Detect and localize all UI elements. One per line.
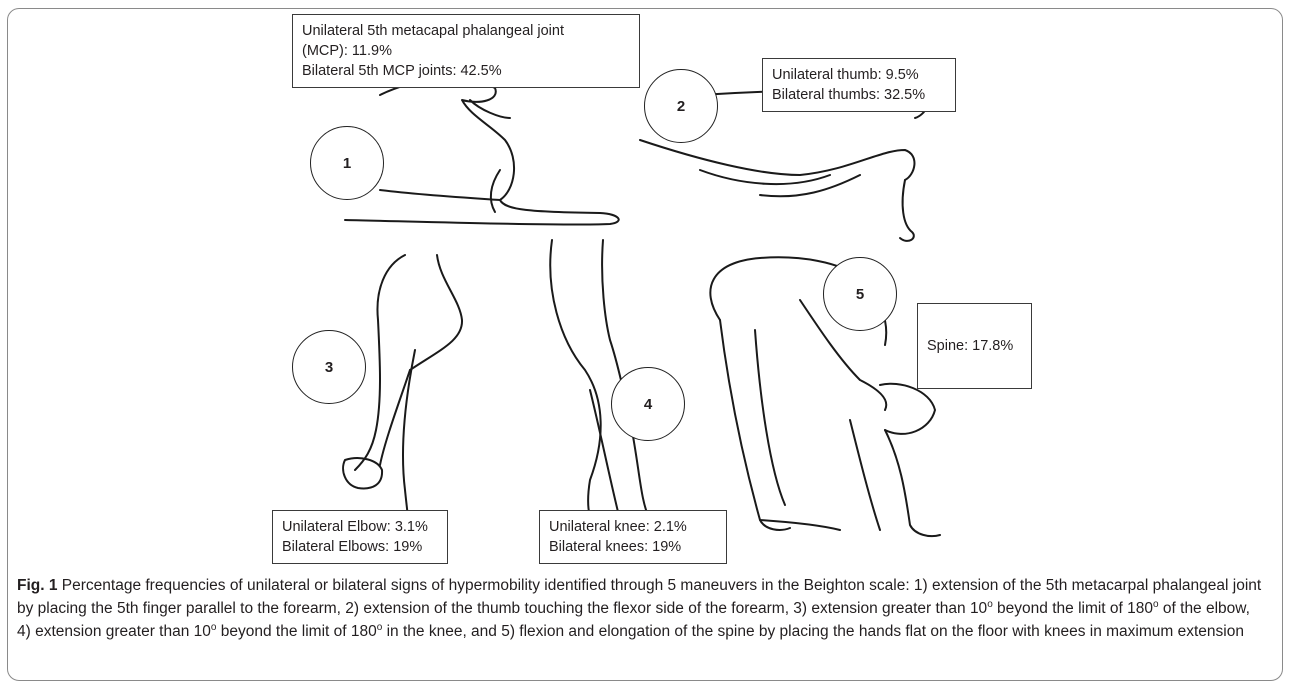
elbow-arm-drawing	[343, 255, 462, 550]
mcp-frequency-label: Unilateral 5th metacapal phalangeal join…	[292, 14, 640, 88]
mcp-unilateral-line1: Unilateral 5th metacapal phalangeal join…	[302, 21, 630, 41]
marker-1: 1	[310, 126, 384, 200]
caption-text-4: beyond the limit of 180	[216, 623, 376, 640]
beighton-illustrations	[0, 0, 1290, 560]
caption-label: Fig. 1	[17, 577, 57, 594]
marker-5: 5	[823, 257, 897, 331]
knee-frequency-label: Unilateral knee: 2.1% Bilateral knees: 1…	[539, 510, 727, 564]
spine-line: Spine: 17.8%	[927, 336, 1013, 356]
marker-4: 4	[611, 367, 685, 441]
thumb-bilateral-line: Bilateral thumbs: 32.5%	[772, 85, 946, 105]
knee-unilateral-line: Unilateral knee: 2.1%	[549, 517, 717, 537]
thumb-frequency-label: Unilateral thumb: 9.5% Bilateral thumbs:…	[762, 58, 956, 112]
thumb-unilateral-line: Unilateral thumb: 9.5%	[772, 65, 946, 85]
mcp-unilateral-line2: (MCP): 11.9%	[302, 41, 630, 61]
marker-2: 2	[644, 69, 718, 143]
mcp-bilateral-line: Bilateral 5th MCP joints: 42.5%	[302, 61, 630, 81]
marker-3: 3	[292, 330, 366, 404]
caption-text-2: beyond the limit of 180	[993, 600, 1153, 617]
knee-bilateral-line: Bilateral knees: 19%	[549, 537, 717, 557]
figure-caption: Fig. 1 Percentage frequencies of unilate…	[17, 574, 1267, 643]
elbow-frequency-label: Unilateral Elbow: 3.1% Bilateral Elbows:…	[272, 510, 448, 564]
caption-text-5: in the knee, and 5) flexion and elongati…	[382, 623, 1244, 640]
elbow-bilateral-line: Bilateral Elbows: 19%	[282, 537, 438, 557]
spine-frequency-label: Spine: 17.8%	[917, 303, 1032, 389]
elbow-unilateral-line: Unilateral Elbow: 3.1%	[282, 517, 438, 537]
